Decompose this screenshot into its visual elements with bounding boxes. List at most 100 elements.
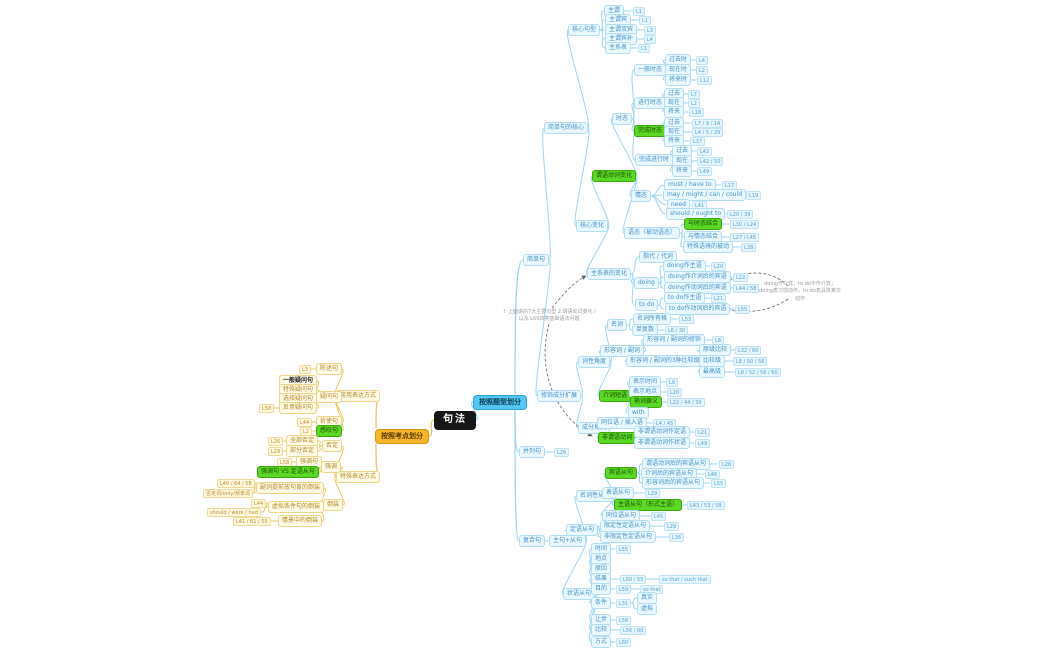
mindmap-node-b11[interactable]: 简单句的核心 (544, 122, 589, 134)
mindmap-node-pp0[interactable]: 介词短语 (599, 390, 632, 402)
mindmap-node-c1a[interactable]: 宾语从句 (605, 467, 638, 479)
mindmap-node-e2b[interactable]: 强调句 VS 定语从句 (257, 466, 319, 478)
mindmap-node-e1[interactable]: 否定 (322, 440, 343, 452)
mindmap-node-c3e[interactable]: 目的 (591, 583, 612, 595)
mindmap-node-c3f1[interactable]: 真实 (637, 592, 658, 604)
mindmap-node-t0[interactable]: 时态 (612, 113, 633, 125)
mindmap-node-c2bL[interactable]: L36 (669, 533, 685, 543)
mindmap-node-p1b[interactable]: doing作介词后的宾语 (664, 271, 731, 283)
mindmap-node-t3aL[interactable]: L7 / 9 / 14 (692, 119, 724, 129)
mindmap-node-e2[interactable]: 强调 (321, 461, 342, 473)
mindmap-node-c1a2L[interactable]: L46 (705, 470, 721, 480)
mindmap-node-d4[interactable]: 感叹句 (316, 425, 343, 437)
mindmap-node-c2a[interactable]: 限定性定语从句 (600, 520, 651, 532)
mindmap-node-c1a1L[interactable]: L26 (719, 460, 735, 470)
mindmap-node-a2b[interactable]: 比较级 (699, 355, 726, 367)
mindmap-node-c3gL[interactable]: L58 (616, 616, 632, 626)
mindmap-node-s2L[interactable]: L1 (639, 16, 651, 26)
mindmap-node-b113[interactable]: 主系表的变化 (587, 268, 632, 280)
mindmap-node-p2aL[interactable]: L21 (711, 294, 727, 304)
mindmap-node-e1bL[interactable]: L29 (268, 447, 284, 457)
mindmap-node-v1[interactable]: 与时态结合 (684, 218, 723, 230)
mindmap-node-c3iL[interactable]: L60 (616, 638, 632, 648)
mindmap-node-t3bL[interactable]: L4 / 5 / 29 (692, 128, 724, 138)
mindmap-node-nf2[interactable]: 非谓语动词作状语 (634, 437, 691, 449)
mindmap-node-b2L[interactable]: L26 (554, 448, 570, 458)
mindmap-node-m2L[interactable]: L19 (746, 191, 762, 201)
mindmap-node-b112[interactable]: 核心变化 (576, 220, 609, 232)
mindmap-node-rootB[interactable]: 按照题型划分 (473, 395, 527, 410)
mindmap-node-c0[interactable]: 主句+从句 (549, 535, 587, 547)
mindmap-node-s4L[interactable]: L4 (644, 35, 656, 45)
mindmap-node-m2[interactable]: may / might / can / could (663, 189, 747, 201)
mindmap-node-c1bL[interactable]: L29 (645, 489, 661, 499)
mindmap-node-e3a[interactable]: 副词提前放句首的倒装 (256, 482, 325, 494)
mindmap-node-c2b[interactable]: 非限定性定语从句 (600, 531, 657, 543)
mindmap-node-v2L[interactable]: L27 / L45 (730, 233, 760, 243)
mindmap-node-c3f2[interactable]: 虚拟 (637, 603, 658, 615)
mindmap-node-c1b[interactable]: 表语从句 (602, 487, 635, 499)
mindmap-node-c3i[interactable]: 方式 (591, 636, 612, 648)
mindmap-node-t4[interactable]: 完成进行时 (635, 154, 674, 166)
mindmap-node-w1[interactable]: 词性角度 (578, 356, 611, 368)
mindmap-node-c3aL[interactable]: L55 (616, 545, 632, 555)
mindmap-node-m0[interactable]: 情态 (631, 190, 652, 202)
mindmap-node-b12[interactable]: 修饰成分扩展 (537, 390, 582, 402)
mindmap-node-v3L[interactable]: L28 (741, 243, 757, 253)
mindmap-node-v1L[interactable]: L30 / L24 (730, 220, 760, 230)
mindmap-node-s5L[interactable]: L1 (638, 44, 650, 54)
mindmap-node-p1a[interactable]: doing作主语 (663, 260, 706, 272)
mindmap-node-t3[interactable]: 完成时态 (634, 125, 667, 137)
mindmap-node-ap0[interactable]: 同位语 / 插入语 (597, 417, 647, 429)
mindmap-node-b3[interactable]: 复合句 (519, 535, 546, 547)
mindmap-node-n1[interactable]: 名词 (607, 319, 628, 331)
mindmap-node-d3L[interactable]: L44 (297, 418, 313, 428)
mindmap-node-p0[interactable]: 指代 / 代词 (639, 251, 677, 263)
mindmap-node-c1a3L[interactable]: L55 (711, 479, 727, 489)
mindmap-node-e3[interactable]: 倒装 (323, 499, 344, 511)
mindmap-node-c3fL[interactable]: L31 (616, 599, 632, 609)
mindmap-node-t1bL[interactable]: L2 (696, 66, 708, 76)
mindmap-node-jufa[interactable]: 句法 (434, 411, 476, 430)
mindmap-node-p1aL[interactable]: L20 (711, 262, 727, 272)
mindmap-node-b1[interactable]: 简单句 (523, 254, 550, 266)
mindmap-node-c1a3[interactable]: 形容词后的宾语从句 (642, 477, 705, 489)
mindmap-node-b2[interactable]: 并列句 (519, 446, 546, 458)
mindmap-node-p2bL[interactable]: L55 (735, 305, 751, 315)
mindmap-node-c3h[interactable]: 比较 (591, 624, 612, 636)
mindmap-node-c1c[interactable]: 主语从句（形式主语） (614, 499, 683, 511)
mindmap-node-t4cL[interactable]: L49 (697, 167, 713, 177)
mindmap-node-e3bL1[interactable]: L44 (251, 499, 267, 509)
mindmap-node-c3f[interactable]: 条件 (591, 597, 612, 609)
mindmap-node-d1[interactable]: 陈述句 (316, 363, 343, 375)
mindmap-node-a2cL[interactable]: L8 / 52 / 56 / 60 (735, 368, 781, 378)
mindmap-node-nf1L[interactable]: L21 (695, 428, 711, 438)
mindmap-node-p1cL[interactable]: L44 / 58 (733, 284, 760, 294)
mindmap-node-d1L[interactable]: L3 (299, 365, 311, 375)
mindmap-node-a2a[interactable]: 原级比较 (699, 344, 732, 356)
mindmap-node-t2[interactable]: 进行时态 (634, 97, 667, 109)
mindmap-node-c1cL[interactable]: L43 / 53 / 58 (687, 501, 725, 511)
mindmap-node-t4aL[interactable]: L42 (697, 147, 713, 157)
mindmap-node-a1[interactable]: 形容词 / 副词的修饰 (643, 334, 705, 346)
mindmap-node-nf1[interactable]: 非谓语动词作定语 (634, 426, 691, 438)
mindmap-node-t2aL[interactable]: L7 (688, 90, 700, 100)
mindmap-node-e3b[interactable]: 虚拟条件句的倒装 (268, 501, 325, 513)
mindmap-node-m4L[interactable]: L20 / 39 (727, 210, 754, 220)
mindmap-node-c3dL[interactable]: L50 / 55 (620, 575, 647, 585)
mindmap-node-e1aL[interactable]: L26 (268, 437, 284, 447)
mindmap-node-p2b[interactable]: to do作动词后的宾语 (665, 303, 731, 315)
mindmap-node-a2bL[interactable]: L8 / 50 / 56 (733, 357, 768, 367)
mindmap-node-c3dE[interactable]: so that / such that (659, 575, 711, 585)
mindmap-node-pp1L[interactable]: L9 (666, 378, 678, 388)
mindmap-node-c3hL[interactable]: L56 / 60 (620, 626, 647, 636)
mindmap-node-c2aL[interactable]: L29 (664, 522, 680, 532)
mindmap-node-p1[interactable]: doing (634, 277, 659, 289)
mindmap-node-c2[interactable]: 定语从句 (566, 524, 599, 536)
mindmap-node-g1[interactable]: 谓语动词变化 (592, 170, 637, 182)
mindmap-node-d2d[interactable]: 反意疑问句 (279, 402, 318, 414)
mindmap-node-a2c[interactable]: 最高级 (699, 366, 726, 378)
mindmap-node-b111[interactable]: 核心句型 (568, 24, 601, 36)
mindmap-node-t4c[interactable]: 将来 (672, 165, 693, 177)
mindmap-node-p1bL[interactable]: L22 (733, 273, 749, 283)
